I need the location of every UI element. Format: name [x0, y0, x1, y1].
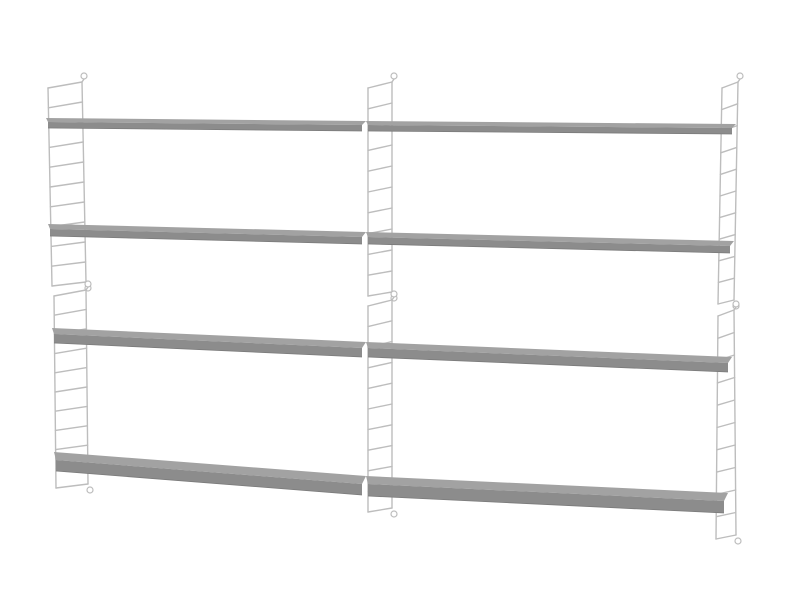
shelf-right-2 [366, 232, 734, 254]
shelf-left-2 [48, 224, 366, 245]
shelf-left-3 [52, 328, 366, 358]
shelf-right-1 [366, 121, 736, 135]
side-panel-left-upper [47, 72, 92, 292]
side-panel-right-upper [717, 72, 744, 310]
shelf-left-4 [54, 452, 366, 496]
shelves [46, 118, 736, 514]
side-panel-middle-upper [367, 72, 398, 302]
shelf-right-3 [366, 342, 732, 373]
shelf-left-1 [46, 118, 366, 132]
shelf-right-4 [366, 476, 728, 514]
